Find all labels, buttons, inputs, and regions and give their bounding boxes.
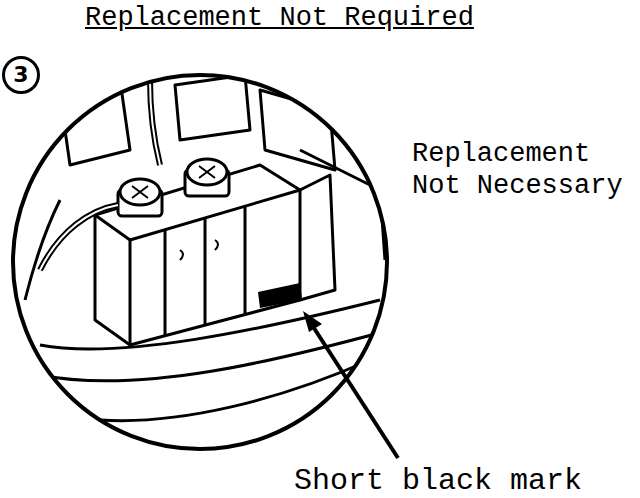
magnifier-circle xyxy=(13,75,387,449)
part-label: Short black mark xyxy=(294,463,582,498)
note-text: Replacement Not Necessary xyxy=(412,138,630,203)
black-mark xyxy=(258,283,302,308)
arrow-head xyxy=(303,311,322,332)
terminal-detail xyxy=(25,75,390,421)
title: Replacement Not Required xyxy=(85,2,474,34)
leader-line xyxy=(312,325,398,458)
callout-circle: 3 xyxy=(2,56,40,94)
callout-number: 3 xyxy=(13,64,28,86)
